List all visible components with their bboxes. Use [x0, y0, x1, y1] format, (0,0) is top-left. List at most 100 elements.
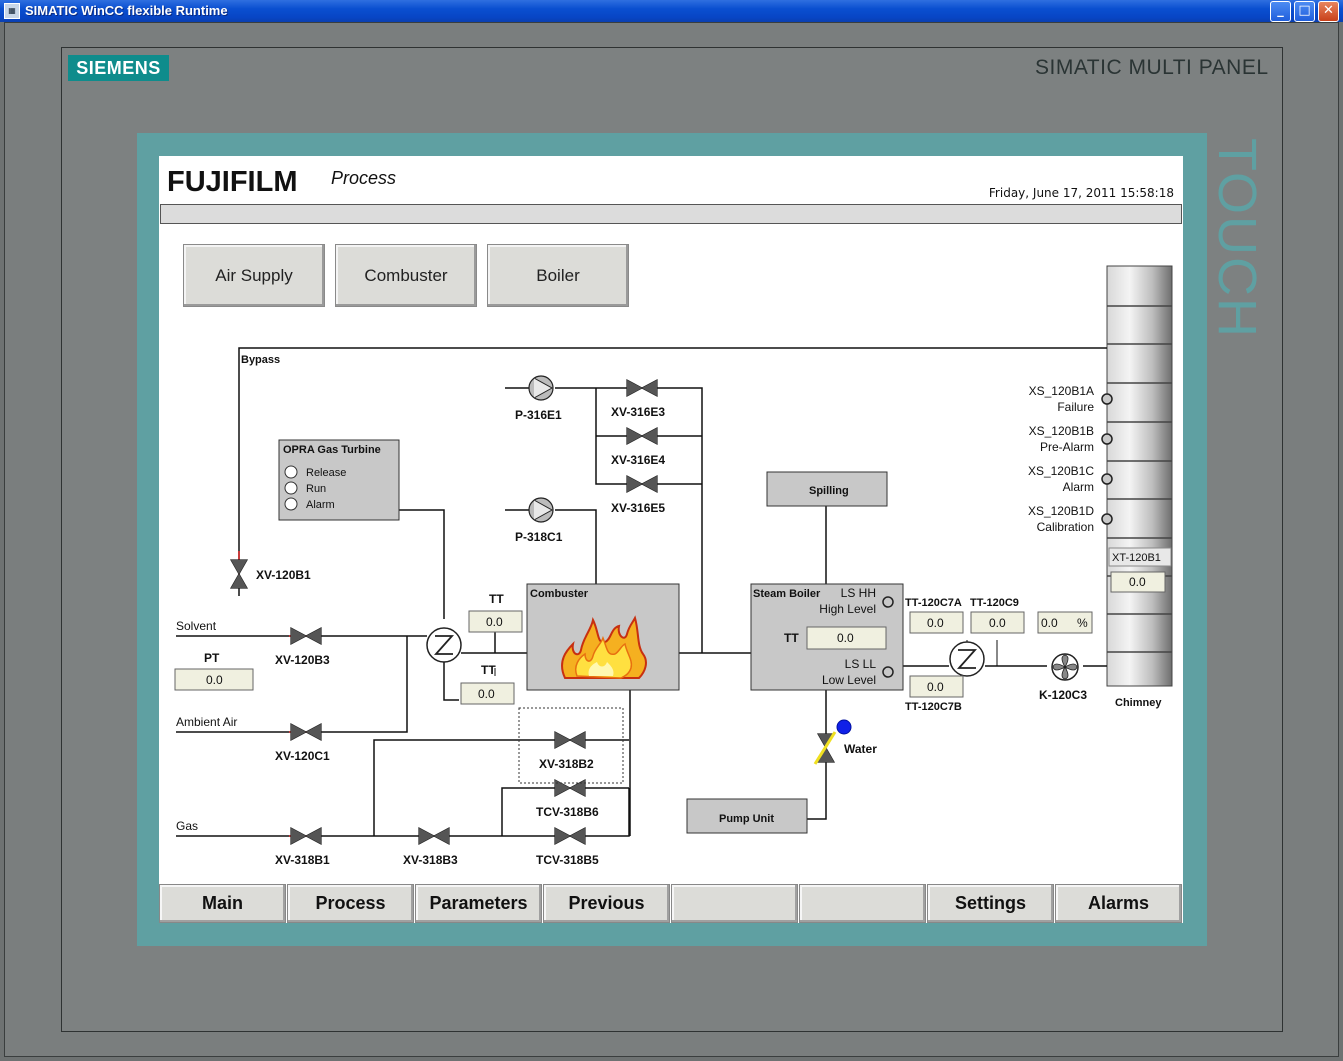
pump-p316e1-icon[interactable]: [528, 375, 554, 401]
process-diagram: Bypass OPRA Gas Turbine Release Run Alar…: [174, 265, 1173, 867]
siemens-logo: SIEMENS: [68, 55, 169, 81]
valve-xv120b3-icon[interactable]: [290, 627, 322, 645]
window-titlebar[interactable]: ▦ SIMATIC WinCC flexible Runtime _ □ ✕: [0, 0, 1343, 22]
pump-unit-label: Pump Unit: [719, 813, 774, 825]
tt-bottom-field: [460, 682, 515, 705]
nav-alarms-button[interactable]: Alarms: [1055, 884, 1182, 923]
ambient-air-label: Ambient Air: [176, 715, 237, 729]
heat-exchanger-icon[interactable]: [426, 627, 462, 663]
low-level-label: Low Level: [822, 673, 876, 687]
message-bar: [160, 204, 1182, 224]
valve-xv318b2-selection: [518, 707, 624, 784]
datetime-display: Friday, June 17, 2011 15:58:18: [988, 186, 1174, 200]
gas-label: Gas: [176, 819, 198, 833]
maximize-button[interactable]: □: [1294, 1, 1315, 22]
valve-xv318b3-icon[interactable]: [418, 827, 450, 845]
valve-tcv318b5-icon[interactable]: [554, 827, 586, 845]
heat-exchanger-2-icon[interactable]: [949, 641, 985, 677]
valve-xv120b1-icon[interactable]: [230, 559, 248, 589]
ls-ll-label: LS LL: [845, 657, 877, 671]
alarm-label: Alarm: [306, 499, 335, 511]
low-level-indicator: [882, 666, 894, 678]
pump-p318c1-label: P-318C1: [515, 530, 563, 544]
screen-title: Process: [331, 168, 397, 188]
valve-xv316e3-icon[interactable]: [626, 379, 658, 397]
xt120b1-label-box: [1108, 547, 1172, 567]
air-supply-button[interactable]: Air Supply: [183, 244, 325, 307]
ls-hh-label: LS HH: [841, 586, 876, 600]
close-button[interactable]: ✕: [1318, 1, 1339, 22]
high-level-label: High Level: [819, 602, 876, 616]
xs-c-indicator: [1101, 473, 1113, 485]
valve-xv316e5-icon[interactable]: [626, 475, 658, 493]
spilling-button[interactable]: Spilling: [766, 471, 888, 507]
tt120c9-label: TT-120C9: [970, 597, 1019, 609]
pt-value: 0.0: [206, 673, 223, 687]
device-model-label: SIMATIC MULTI PANEL: [1035, 56, 1269, 79]
tt120c7b-field: [909, 675, 964, 698]
percent-unit: %: [1077, 616, 1088, 630]
fujifilm-logo: FUJIFILM: [167, 166, 298, 198]
valve-xv316e3-label: XV-316E3: [611, 405, 665, 419]
water-label: Water: [844, 742, 877, 756]
valve-xv318b3-label: XV-318B3: [403, 853, 458, 867]
tt-top-value: 0.0: [486, 615, 503, 629]
release-label: Release: [306, 467, 346, 479]
minimize-button[interactable]: _: [1270, 1, 1291, 22]
boiler-button[interactable]: Boiler: [487, 244, 629, 307]
nav-empty-button-1[interactable]: [671, 884, 798, 923]
run-indicator: [284, 481, 298, 495]
boiler-tt-label: TT: [784, 631, 799, 645]
xs-c-tag: XS_120B1C: [1028, 464, 1094, 478]
nav-parameters-button[interactable]: Parameters: [415, 884, 542, 923]
boiler-tt-field: [806, 626, 887, 650]
nav-main-button[interactable]: Main: [159, 884, 286, 923]
valve-xv120b3-label: XV-120B3: [275, 653, 330, 667]
gas-turbine-panel[interactable]: OPRA Gas Turbine Release Run Alarm: [278, 439, 400, 521]
valve-tcv318b5-label: TCV-318B5: [536, 853, 599, 867]
valve-xv318b1-label: XV-318B1: [275, 853, 330, 867]
valve-xv120c1-icon[interactable]: [290, 723, 322, 741]
xs-d-tag: XS_120B1D: [1028, 504, 1094, 518]
nav-process-button[interactable]: Process: [287, 884, 414, 923]
tt120c9-field: [970, 611, 1025, 634]
valve-tcv318b6-icon[interactable]: [554, 779, 586, 797]
nav-previous-button[interactable]: Previous: [543, 884, 670, 923]
xt120b1-field: [1110, 571, 1166, 593]
xs-c-text: Alarm: [1063, 480, 1094, 494]
water-status-indicator: [836, 719, 852, 735]
pump-p318c1-icon[interactable]: [528, 497, 554, 523]
percent-field: [1037, 611, 1093, 634]
bypass-label: Bypass: [241, 354, 280, 366]
tt120c9-value: 0.0: [989, 616, 1006, 630]
valve-xv318b1-icon[interactable]: [290, 827, 322, 845]
gas-turbine-title: OPRA Gas Turbine: [283, 444, 381, 456]
xt120b1-value: 0.0: [1129, 575, 1146, 589]
percent-value: 0.0: [1041, 616, 1058, 630]
pump-unit-button[interactable]: Pump Unit: [686, 798, 808, 834]
release-indicator: [284, 465, 298, 479]
valve-xv318b2-label: XV-318B2: [539, 757, 594, 771]
nav-empty-button-2[interactable]: [799, 884, 926, 923]
xs-d-indicator: [1101, 513, 1113, 525]
valve-xv316e4-icon[interactable]: [626, 427, 658, 445]
touch-label: TOUCH: [1207, 138, 1267, 340]
pump-p316e1-label: P-316E1: [515, 408, 562, 422]
nav-settings-button[interactable]: Settings: [927, 884, 1054, 923]
combuster-button[interactable]: Combuster: [335, 244, 477, 307]
run-label: Run: [306, 483, 326, 495]
steam-boiler-unit[interactable]: Steam Boiler LS HH High Level TT 0.0 LS …: [750, 583, 904, 691]
valve-xv318b2-icon[interactable]: [554, 731, 586, 749]
solvent-label: Solvent: [176, 619, 217, 633]
window-title: SIMATIC WinCC flexible Runtime: [25, 3, 228, 18]
tt-top-label: TT: [489, 592, 504, 606]
combuster-unit[interactable]: Combuster: [526, 583, 680, 691]
xs-b-tag: XS_120B1B: [1029, 424, 1094, 438]
xs-a-tag: XS_120B1A: [1029, 384, 1094, 398]
xs-a-text: Failure: [1057, 400, 1094, 414]
xs-b-indicator: [1101, 433, 1113, 445]
fan-icon[interactable]: [1051, 653, 1079, 681]
combuster-title: Combuster: [530, 588, 589, 600]
valve-xv316e4-label: XV-316E4: [611, 453, 665, 467]
steam-boiler-title: Steam Boiler: [753, 588, 821, 600]
